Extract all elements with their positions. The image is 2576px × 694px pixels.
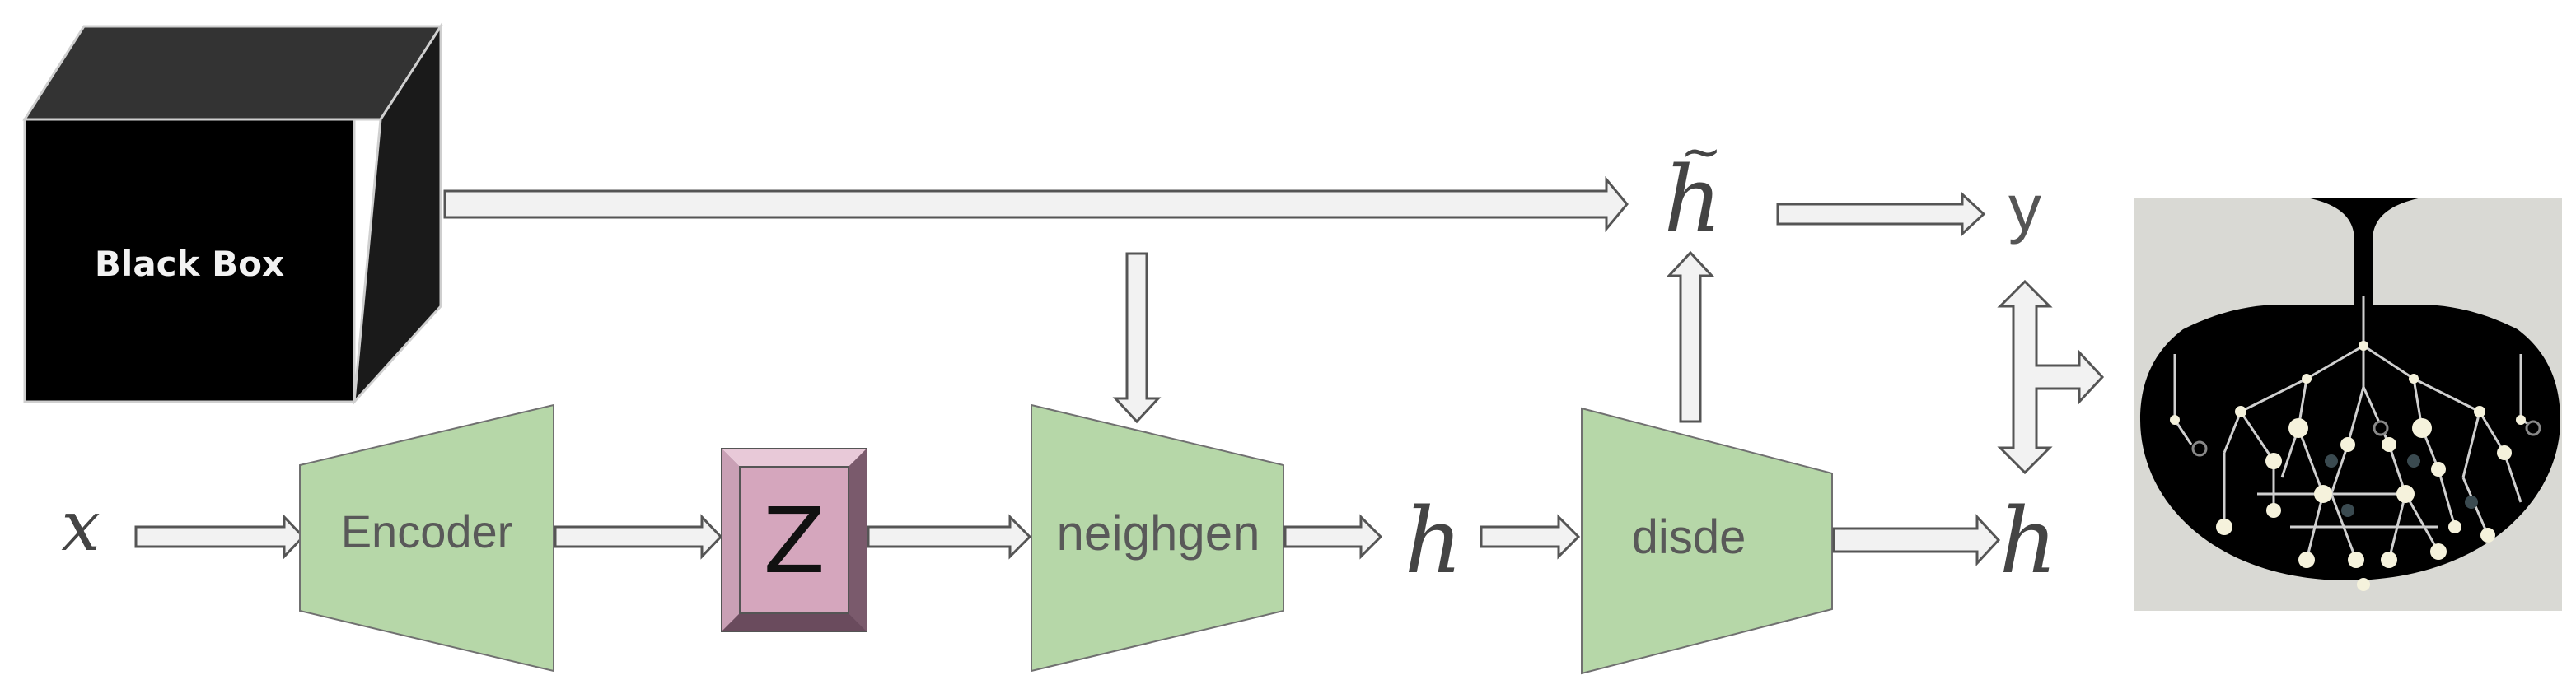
h-tilde-symbol: h ~ (1664, 123, 1723, 252)
arrow-encoder-to-z (554, 514, 723, 560)
arrow-htilde-to-y (1776, 191, 1986, 237)
encoder-label: Encoder (341, 505, 513, 557)
arrow-y-h-comparison (1997, 279, 2105, 475)
tilde-accent: ~ (1681, 123, 1722, 181)
h-mid-symbol: h (1405, 488, 1463, 594)
arrow-neighgen-to-h (1283, 514, 1383, 560)
neighgen-label: neighgen (1057, 505, 1260, 561)
neighgen-module: neighgen (1031, 403, 1284, 673)
disde-module: disde (1581, 407, 1833, 675)
arrow-disde-to-htilde (1666, 250, 1715, 423)
h-out-symbol: h (1999, 488, 2058, 594)
latent-z-label: Z (763, 488, 825, 594)
encoder-module: Encoder (299, 403, 554, 673)
black-box-label: Black Box (95, 244, 284, 284)
arrow-h-to-disde (1480, 514, 1581, 560)
black-box-cube: Black Box (22, 21, 443, 406)
decision-tree-icon (2134, 198, 2562, 611)
arrow-disde-to-hout (1832, 514, 2001, 566)
arrow-z-to-neighgen (867, 514, 1032, 560)
output-y-symbol: y (2008, 171, 2041, 245)
disde-label: disde (1632, 510, 1746, 564)
arrow-x-to-encoder (134, 514, 306, 560)
h-tilde-letter: h (1664, 147, 1723, 252)
arrow-down-to-neighgen (1112, 252, 1162, 424)
input-x-symbol: x (61, 486, 100, 566)
arrow-blackbox-to-htilde (443, 175, 1629, 233)
latent-z-block: Z (721, 448, 867, 632)
